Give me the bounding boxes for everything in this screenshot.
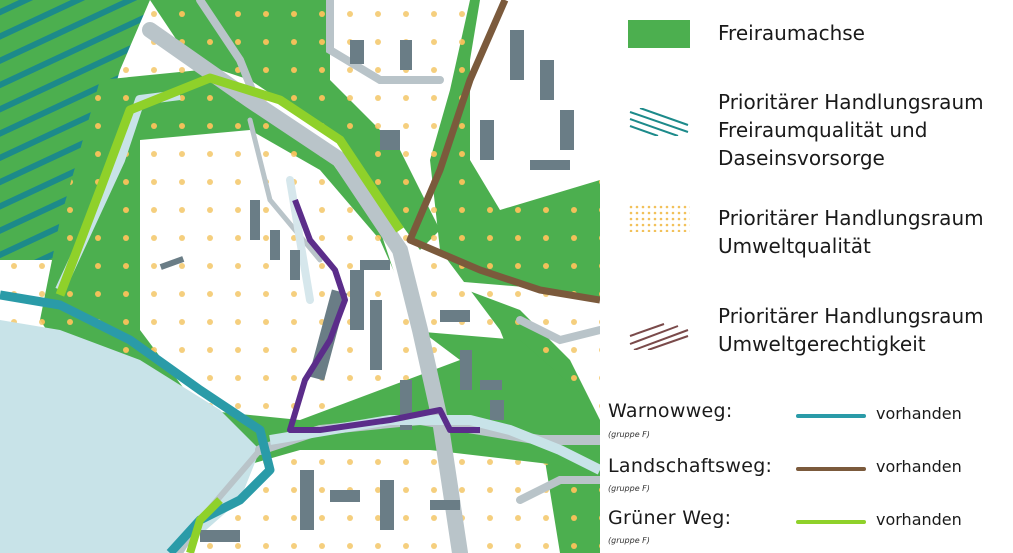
water-warnow <box>0 320 260 553</box>
route-landschaftsweg-line <box>406 0 600 304</box>
route-swatch-gruener-weg <box>796 520 866 524</box>
route-label-warnowweg: Warnowweg: <box>608 400 733 422</box>
urban-block-east <box>440 280 600 420</box>
route-gruener-weg-south <box>186 497 223 553</box>
route-warnowweg-line <box>0 290 275 553</box>
urban-block-northeast <box>470 0 600 210</box>
route-sub-landschaftsweg: (gruppe F) <box>608 484 650 493</box>
legend-label-freiraumqualitaet: Prioritärer Handlungsraum Freiraumqualit… <box>718 90 984 170</box>
route-swatch-warnowweg <box>796 414 866 418</box>
yellow-dot-swatch <box>628 204 690 232</box>
route-gruener-weg-line <box>55 73 404 297</box>
legend-label-umweltqualitaet: Prioritärer Handlungsraum Umweltqualität <box>718 206 984 258</box>
legend-label-freiraumachse: Freiraumachse <box>718 21 865 45</box>
route-label-gruener-weg: Grüner Weg: <box>608 507 732 529</box>
route-value-gruener-weg: vorhanden <box>876 510 962 529</box>
solid-green-swatch <box>628 20 690 48</box>
brown-hatch-swatch <box>629 323 689 350</box>
zone-freiraumqualitaet <box>0 0 150 260</box>
route-sub-gruener-weg: (gruppe F) <box>608 536 650 545</box>
route-sub-warnowweg: (gruppe F) <box>608 430 650 439</box>
teal-hatch-swatch <box>629 108 689 136</box>
route-swatch-landschaftsweg <box>796 467 866 471</box>
route-label-landschaftsweg: Landschaftsweg: <box>608 455 773 477</box>
map-legend: Freiraumachse Prioritärer Handlungsraum … <box>600 0 1013 553</box>
route-purple-line <box>287 198 480 433</box>
route-value-warnowweg: vorhanden <box>876 404 962 423</box>
legend-label-umweltgerechtigkeit: Prioritärer Handlungsraum Umweltgerechti… <box>718 304 984 356</box>
map-canvas[interactable] <box>0 0 600 553</box>
route-value-landschaftsweg: vorhanden <box>876 457 962 476</box>
zone-umweltqualitaet-north <box>150 0 440 250</box>
